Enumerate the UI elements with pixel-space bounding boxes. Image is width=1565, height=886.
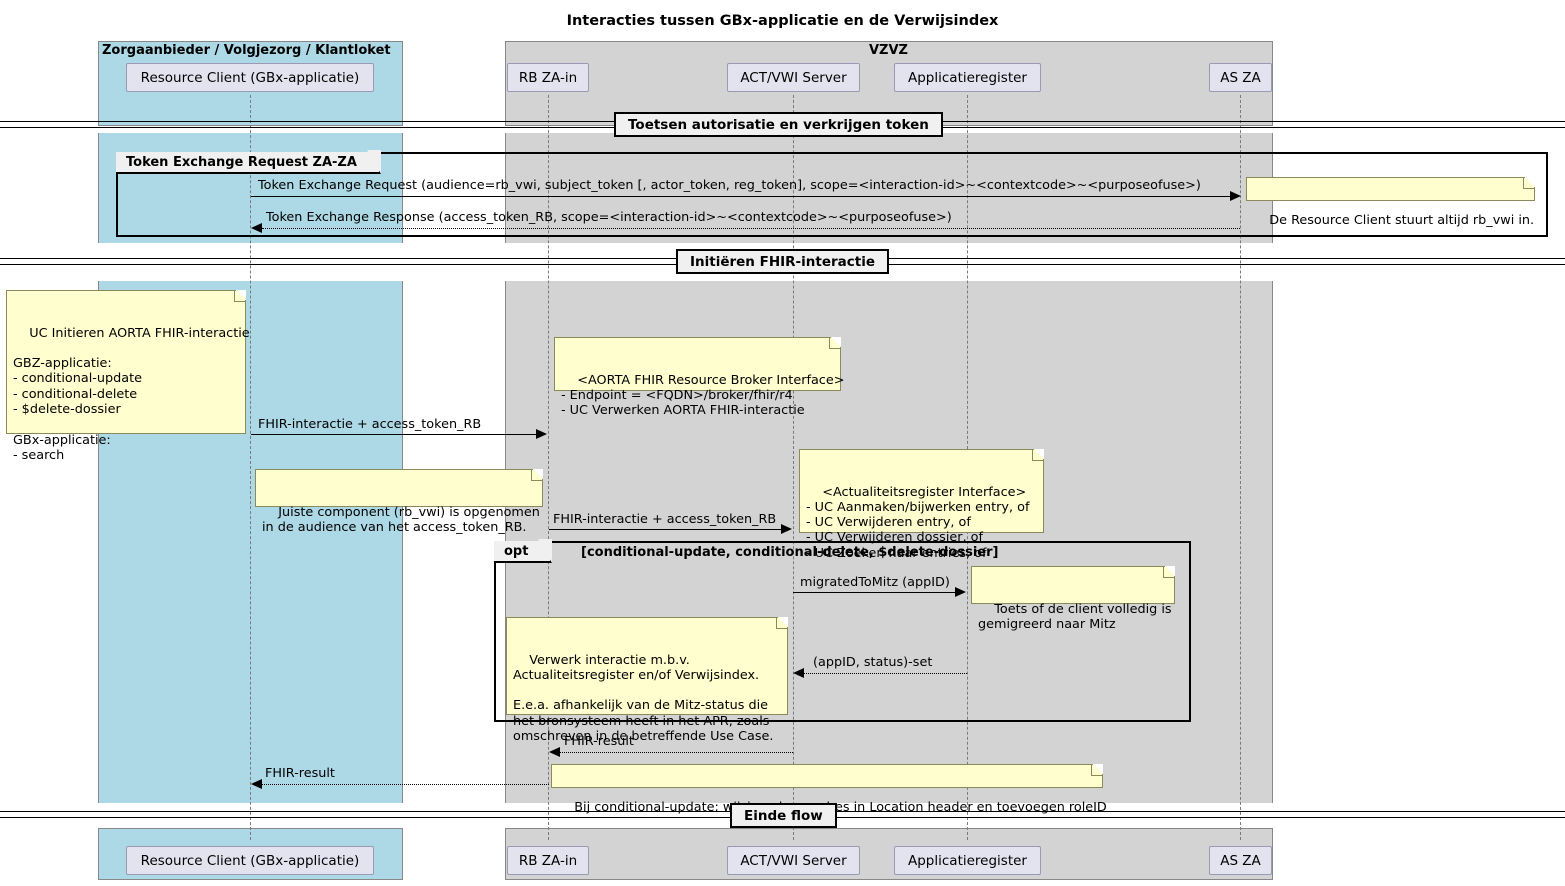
note-toets-mitz: Toets of de client volledig is gemigreer… [971,566,1175,632]
participant-label: ACT/VWI Server [740,852,847,869]
msg-fhir-interactie-rb-arrow [536,429,547,439]
divider-toetsen-autorisatie: Toetsen autorisatie en verkrijgen token [614,112,943,137]
note-resource-client-rb-vwi: De Resource Client stuurt altijd rb_vwi … [1246,177,1535,228]
participant-label: Applicatieregister [908,69,1027,86]
participant-label: Resource Client (GBx-applicatie) [140,69,360,86]
frame-opt-tab: opt [494,539,553,563]
msg-fhir-result-act-rb-arrow [549,747,560,757]
divider-einde-flow: Einde flow [730,803,837,828]
msg-token-exchange-response-line [262,228,1240,229]
msg-token-exchange-request-line [251,196,1232,197]
msg-token-exchange-request-arrow [1230,191,1241,201]
note-verwerk-interactie: Verwerk interactie m.b.v. Actualiteitsre… [506,617,788,744]
msg-migrated-to-mitz-arrow [955,587,966,597]
note-juiste-component: Juiste component (rb_vwi) is opgenomen i… [255,469,543,535]
msg-fhir-interactie-act-line [549,529,782,530]
frame-opt [494,541,1191,722]
participant-label: AS ZA [1220,852,1261,869]
note-fold-icon [1032,449,1044,461]
note-text: UC Initieren AORTA FHIR-interactie GBZ-a… [13,325,250,463]
note-uc-initieren: UC Initieren AORTA FHIR-interactie GBZ-a… [6,290,250,463]
divider-initieren-fhir: Initiëren FHIR-interactie [676,249,890,274]
note-fold-icon [776,617,788,629]
participant-rb-za-in-top[interactable]: RB ZA-in [507,63,589,92]
msg-fhir-interactie-rb-line [251,434,537,435]
lifeline-as-za [1240,95,1241,840]
participant-label: AS ZA [1220,69,1261,86]
note-text: <AORTA FHIR Resource Broker Interface> -… [561,372,845,419]
msg-appid-status-set-arrow [793,668,804,678]
msg-token-exchange-response-label: Token Exchange Response (access_token_RB… [266,210,952,225]
frame-opt-condition: [conditional-update, conditional-delete,… [581,545,999,560]
participant-rb-za-in-bottom[interactable]: RB ZA-in [507,846,589,875]
note-text: Verwerk interactie m.b.v. Actualiteitsre… [513,652,774,745]
page-title: Interacties tussen GBx-applicatie en de … [566,13,999,29]
participant-label: RB ZA-in [518,852,578,869]
group-vzvz-box-top [505,41,1273,126]
participant-as-za-bottom[interactable]: AS ZA [1209,846,1272,875]
participant-resource-client-top[interactable]: Resource Client (GBx-applicatie) [126,63,374,92]
group-zorgaanbieder-label: Zorgaanbieder / Volgjezorg / Klantloket [102,43,391,58]
group-vzvz-label: VZVZ [869,43,908,58]
note-conditional-update-location: Bij conditional-update: wijzigen base-ad… [551,764,1107,815]
lifeline-act-vwi-server [793,95,794,840]
note-fold-icon [1163,566,1175,578]
frame-tab-label: opt [504,543,529,559]
msg-fhir-interactie-rb-label: FHIR-interactie + access_token_RB [258,417,482,432]
participant-applicatieregister-bottom[interactable]: Applicatieregister [894,846,1041,875]
msg-fhir-result-rb-client-arrow [251,779,262,789]
msg-fhir-result-act-rb-label: FHIR-result [564,734,634,749]
participant-label: Applicatieregister [908,852,1027,869]
note-text: Toets of de client volledig is gemigreer… [978,601,1172,632]
msg-fhir-result-rb-client-label: FHIR-result [265,766,335,781]
lifeline-resource-client [250,95,251,840]
note-fold-icon [234,290,246,302]
msg-appid-status-set-line [804,673,967,674]
note-aorta-broker-interface: <AORTA FHIR Resource Broker Interface> -… [554,337,844,418]
note-text: Juiste component (rb_vwi) is opgenomen i… [262,504,540,535]
msg-migrated-to-mitz-label: migratedToMitz (appID) [800,575,950,590]
participant-label: RB ZA-in [518,69,578,86]
note-fold-icon [829,337,841,349]
participant-as-za-top[interactable]: AS ZA [1209,63,1272,92]
group-vzvz-box-bottom [505,828,1273,880]
lifeline-rb-za-in [548,95,549,840]
frame-token-exchange [116,152,1548,237]
frame-tab-label: Token Exchange Request ZA-ZA [126,154,357,170]
msg-fhir-result-act-rb-line [560,752,793,753]
frame-token-exchange-tab: Token Exchange Request ZA-ZA [116,150,381,174]
participant-act-vwi-server-bottom[interactable]: ACT/VWI Server [727,846,860,875]
note-fold-icon [531,469,543,481]
note-fold-icon [1091,764,1103,776]
msg-token-exchange-response-arrow [251,223,262,233]
participant-label: ACT/VWI Server [740,69,847,86]
note-actualiteitsregister-interface: <Actualiteitsregister Interface> - UC Aa… [799,449,1044,561]
participant-resource-client-bottom[interactable]: Resource Client (GBx-applicatie) [126,846,374,875]
participant-label: Resource Client (GBx-applicatie) [140,852,360,869]
note-fold-icon [1523,177,1535,189]
note-text: De Resource Client stuurt altijd rb_vwi … [1269,212,1535,228]
msg-migrated-to-mitz-line [793,592,956,593]
msg-appid-status-set-label: (appID, status)-set [813,655,933,670]
participant-act-vwi-server-top[interactable]: ACT/VWI Server [727,63,860,92]
msg-token-exchange-request-label: Token Exchange Request (audience=rb_vwi,… [258,178,1201,193]
group-vzvz-box-mid [505,133,1273,243]
participant-applicatieregister-top[interactable]: Applicatieregister [894,63,1041,92]
msg-fhir-interactie-act-arrow [781,524,792,534]
msg-fhir-interactie-act-label: FHIR-interactie + access_token_RB [553,512,777,527]
msg-fhir-result-rb-client-line [262,784,549,785]
